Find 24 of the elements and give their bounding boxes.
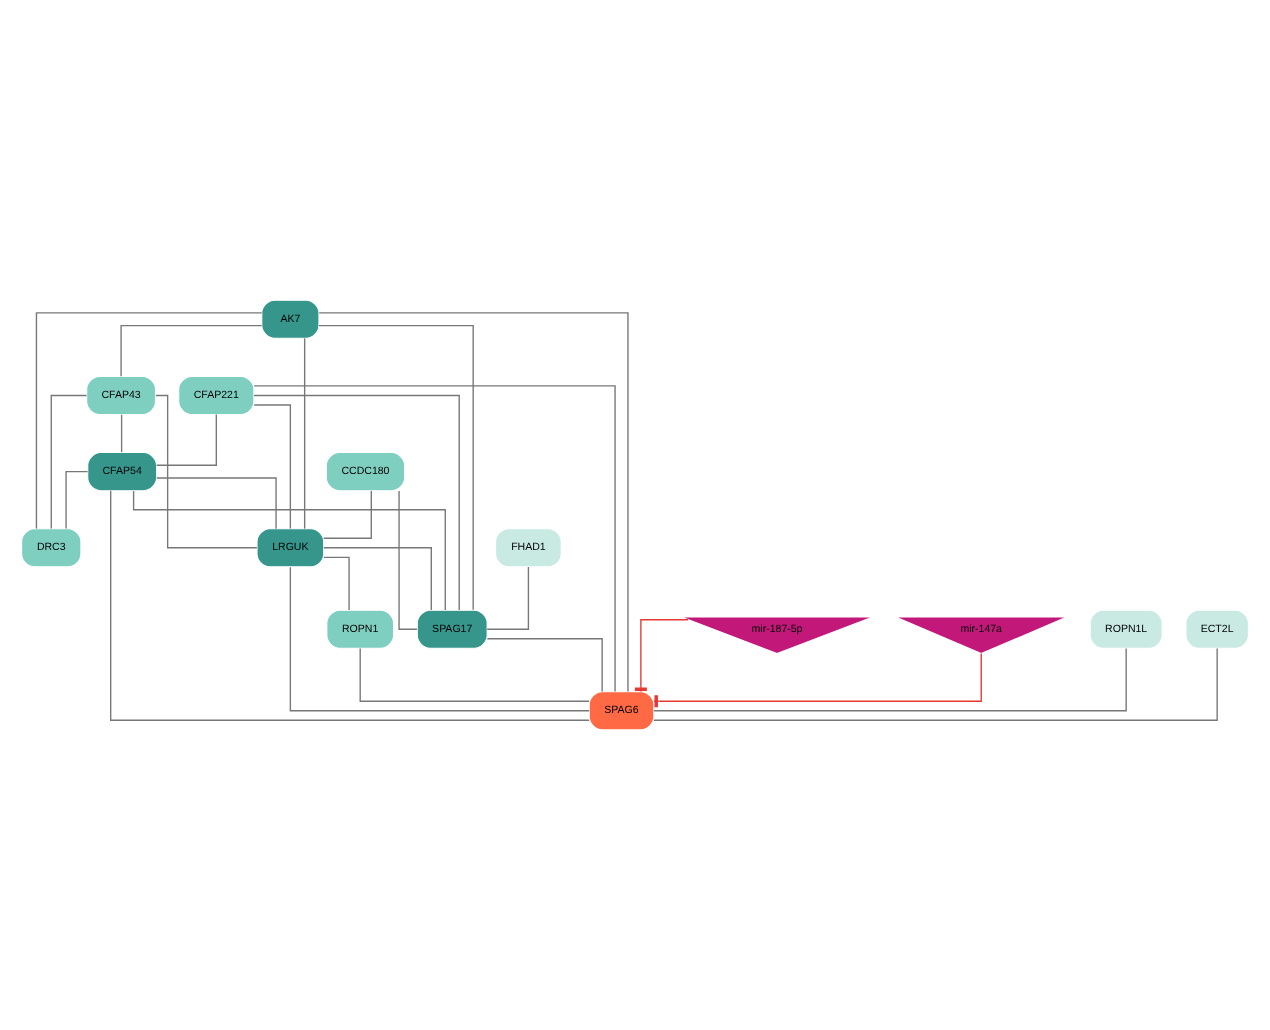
connector — [486, 638, 603, 693]
connector — [253, 394, 460, 611]
connector — [155, 394, 258, 549]
connector — [398, 490, 418, 630]
connector — [65, 470, 89, 530]
connector — [253, 404, 292, 530]
connector — [120, 414, 123, 453]
connector — [359, 647, 590, 702]
connector — [253, 385, 616, 693]
connector — [318, 324, 474, 611]
connector — [132, 490, 446, 611]
connector — [35, 312, 263, 530]
connector — [110, 490, 590, 721]
connector — [323, 556, 350, 611]
connector — [156, 477, 277, 530]
connector — [120, 324, 263, 378]
connector — [156, 413, 217, 466]
connector — [486, 566, 530, 630]
connector — [50, 394, 88, 530]
connector — [323, 547, 432, 611]
connector — [303, 337, 306, 530]
connector — [323, 490, 372, 539]
connector — [318, 312, 629, 693]
connector — [289, 566, 590, 712]
